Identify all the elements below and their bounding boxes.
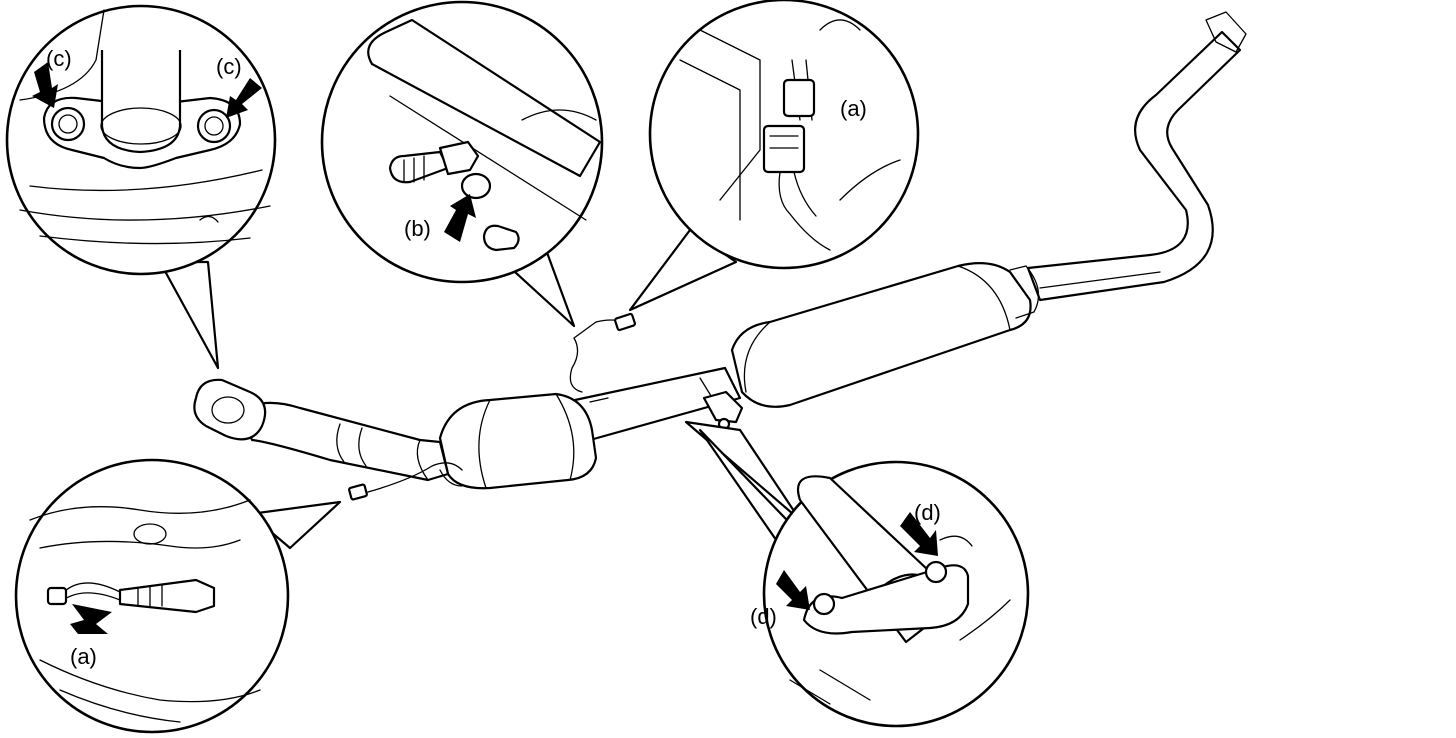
connector-lock <box>769 135 799 149</box>
detail-bracket: (b) <box>320 0 604 284</box>
front-o2-connector <box>348 483 368 501</box>
converter-seam-rear <box>555 393 575 481</box>
rear-o2-connector <box>614 312 636 332</box>
callout-a-lower: (a) <box>70 644 97 669</box>
sketch-line <box>939 535 973 547</box>
sketch-line <box>29 499 251 521</box>
tail-hanger-detail <box>684 420 802 522</box>
sketch-bolt <box>133 523 167 545</box>
bracket-nut <box>438 140 480 176</box>
flex-joint-a <box>336 423 345 463</box>
sketch-line <box>819 19 861 31</box>
callout-d-lower: (d) <box>750 604 777 629</box>
bracket-bolt <box>460 172 492 200</box>
pointer-arrow-icon <box>900 512 938 556</box>
sketch-line <box>39 539 241 549</box>
harness-wire <box>778 171 831 251</box>
front-o2-sensor <box>439 469 463 487</box>
o2-sensor-body <box>118 578 216 614</box>
detail-flange-bolts: (c) (c) <box>5 4 277 276</box>
bolt-head <box>58 114 78 134</box>
catalytic-converter <box>438 392 598 490</box>
sensor-thread <box>137 583 163 607</box>
callout-b: (b) <box>404 216 431 241</box>
front-flange <box>193 378 267 441</box>
sketch-line <box>39 235 251 245</box>
front-o2-harness <box>367 462 463 493</box>
pointer-arrow-icon <box>776 570 810 610</box>
sketch-line <box>29 169 263 192</box>
harness-connector <box>762 124 806 174</box>
bolt-head <box>204 116 224 136</box>
converter-seam-front <box>478 399 491 489</box>
pipe-edge <box>389 95 587 221</box>
sketch-line <box>199 215 219 223</box>
rear-o2-harness <box>569 319 625 393</box>
muffler-end-rear <box>957 265 1011 331</box>
pipe-collar <box>100 107 182 145</box>
tail-flange-detail <box>158 260 220 370</box>
harness-plug-upper <box>782 78 816 118</box>
tailpipe <box>1026 30 1242 302</box>
detail-front-o2: (a) <box>14 458 290 734</box>
callout-d-upper: (d) <box>914 500 941 525</box>
flex-joint-b <box>358 427 367 467</box>
detail-connector: (a) <box>648 0 920 270</box>
tailpipe-tip <box>1205 11 1247 53</box>
sketch-line <box>521 109 597 121</box>
front-pipe <box>238 401 450 482</box>
pipe-stub <box>100 50 182 154</box>
tailpipe-highlight <box>1039 271 1161 289</box>
sketch-line <box>679 59 741 221</box>
callout-a-upper: (a) <box>840 96 867 121</box>
harness-wire <box>793 171 817 217</box>
callout-c-left: (c) <box>46 46 72 71</box>
flange-bolt-left <box>50 106 86 142</box>
sketch-line <box>839 159 901 201</box>
bracket-clip <box>482 224 520 252</box>
flange-bore <box>211 396 245 424</box>
sketch-line <box>789 669 871 705</box>
sensor-plug <box>46 586 68 606</box>
flex-joint-c <box>416 439 429 481</box>
sketch-line <box>19 205 271 221</box>
exhaust-assembly <box>193 11 1247 501</box>
pointer-arrow-icon <box>70 604 112 634</box>
pointer-arrow-icon <box>32 62 58 108</box>
muffler-ring <box>1009 265 1040 319</box>
pipe-section <box>367 18 602 178</box>
rear-o2-sensor <box>589 397 609 403</box>
sketch-line <box>59 689 181 723</box>
stud-thread <box>403 155 425 183</box>
detail-hanger-bolts: (d) (d) <box>750 460 1030 728</box>
pointer-arrow-icon <box>444 194 476 242</box>
rear-muffler <box>730 261 1032 408</box>
hanger-bolt-lower <box>812 592 836 616</box>
hanger-bracket <box>702 390 744 424</box>
flange-bolt-right <box>196 108 232 144</box>
hanger-bolt-upper <box>924 560 948 584</box>
sketch-line <box>959 599 1011 641</box>
pointer-arrow-icon <box>226 78 262 118</box>
callout-c-right: (c) <box>216 54 242 79</box>
muffler-end <box>743 321 771 393</box>
sketch-line <box>39 659 261 703</box>
sketch-line <box>19 9 105 101</box>
